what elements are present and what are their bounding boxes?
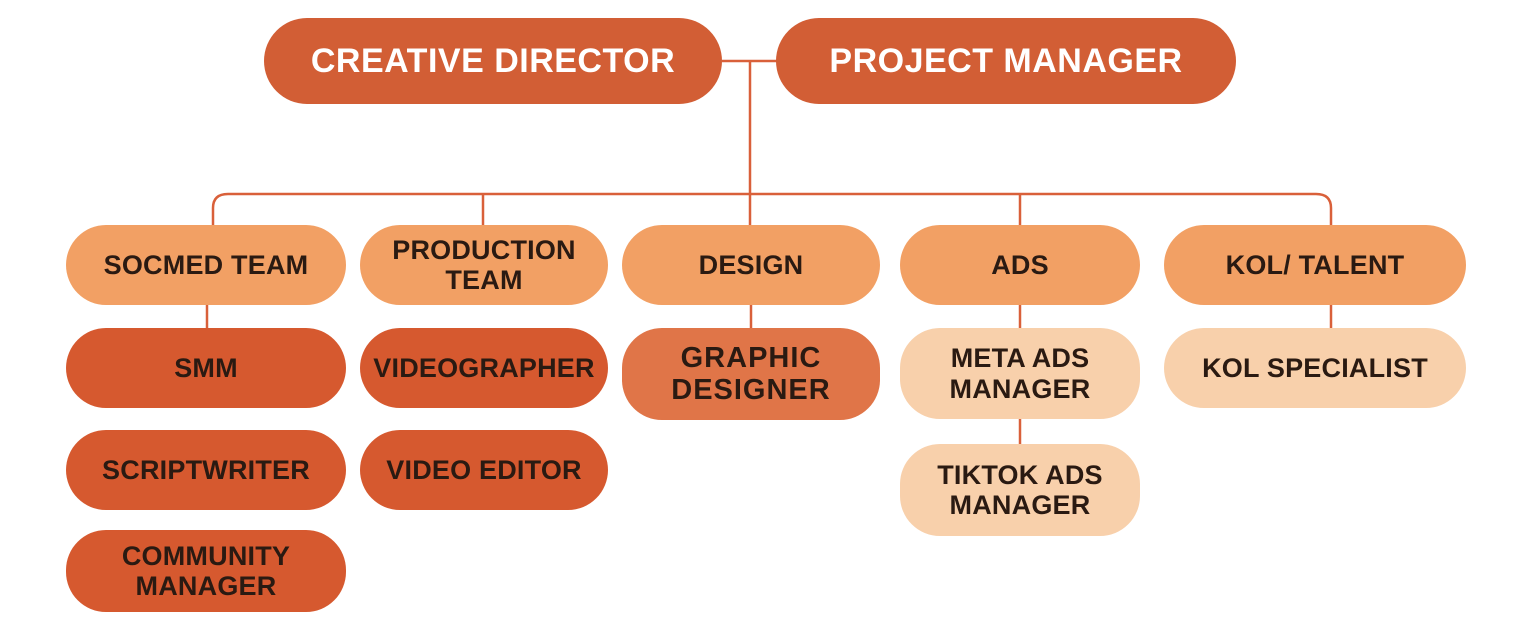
project-manager-label: PROJECT MANAGER <box>829 41 1183 80</box>
role-tiktok-ads-manager-label: TIKTOK ADS MANAGER <box>937 459 1103 520</box>
role-smm-label: SMM <box>174 352 238 383</box>
creative-director-box: CREATIVE DIRECTOR <box>264 18 722 104</box>
role-scriptwriter-box: SCRIPTWRITER <box>66 430 346 510</box>
team-socmed-label: SOCMED TEAM <box>103 249 309 280</box>
team-kol-box: KOL/ TALENT <box>1164 225 1466 305</box>
project-manager-box: PROJECT MANAGER <box>776 18 1236 104</box>
creative-director-label: CREATIVE DIRECTOR <box>310 41 676 80</box>
team-production-box: PRODUCTION TEAM <box>360 225 608 305</box>
role-meta-ads-manager-box: META ADS MANAGER <box>900 328 1140 419</box>
role-kol-specialist-label: KOL SPECIALIST <box>1202 352 1428 383</box>
branch-line <box>211 192 1333 225</box>
role-graphic-designer-box: GRAPHIC DESIGNER <box>622 328 880 420</box>
team-socmed-box: SOCMED TEAM <box>66 225 346 305</box>
role-graphic-designer-label: GRAPHIC DESIGNER <box>671 341 831 406</box>
team-ads-label: ADS <box>991 249 1049 280</box>
role-videographer-box: VIDEOGRAPHER <box>360 328 608 408</box>
role-video-editor-box: VIDEO EDITOR <box>360 430 608 510</box>
role-videographer-label: VIDEOGRAPHER <box>373 352 595 383</box>
team-ads-box: ADS <box>900 225 1140 305</box>
team-kol-label: KOL/ TALENT <box>1225 249 1405 280</box>
role-kol-specialist-box: KOL SPECIALIST <box>1164 328 1466 408</box>
role-community-manager-box: COMMUNITY MANAGER <box>66 530 346 612</box>
team-production-label: PRODUCTION TEAM <box>392 234 576 295</box>
role-scriptwriter-label: SCRIPTWRITER <box>102 454 310 485</box>
role-meta-ads-manager-label: META ADS MANAGER <box>949 343 1091 404</box>
role-video-editor-label: VIDEO EDITOR <box>386 454 582 485</box>
role-smm-box: SMM <box>66 328 346 408</box>
team-design-box: DESIGN <box>622 225 880 305</box>
role-tiktok-ads-manager-box: TIKTOK ADS MANAGER <box>900 444 1140 536</box>
team-design-label: DESIGN <box>698 249 804 280</box>
role-community-manager-label: COMMUNITY MANAGER <box>121 540 291 601</box>
